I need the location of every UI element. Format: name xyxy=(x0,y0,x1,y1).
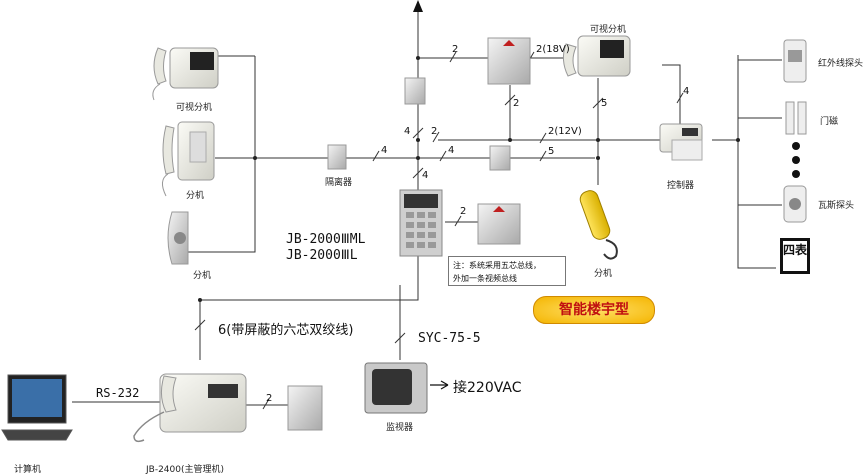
model-l: JB-2000ⅢL xyxy=(286,248,358,263)
master-unit-icon xyxy=(133,373,247,443)
label-video-phone-top: 可视分机 xyxy=(590,25,627,35)
wire-bus-down xyxy=(199,285,419,360)
wire-count-top-18v: 2(18V) xyxy=(536,44,570,55)
wire-count-5a: 5 xyxy=(548,146,555,157)
label-phone-3: 分机 xyxy=(193,271,212,281)
wire-count-4c: 4 xyxy=(448,145,455,156)
video-phone-top-icon xyxy=(562,35,631,77)
label-gas-probe: 瓦斯探头 xyxy=(818,201,855,211)
door-magnet-icon xyxy=(785,101,807,135)
power-supply-master-icon xyxy=(287,385,323,431)
power-supply-top-icon xyxy=(487,37,531,85)
wire-count-4b: 4 xyxy=(381,145,388,156)
arrow-up-icon xyxy=(413,0,423,12)
wire-psu-top-down xyxy=(438,85,511,141)
wires xyxy=(72,8,782,406)
cable-six-core: 6(带屏蔽的六芯双绞线) xyxy=(218,323,354,338)
wire-count-2a: 2 xyxy=(431,126,438,137)
cable-power: 接220VAC xyxy=(453,380,522,396)
title-badge: 智能楼宇型 xyxy=(533,296,655,324)
power-supply-door-icon xyxy=(477,203,521,245)
wire-count-2d: 2 xyxy=(266,393,273,404)
note-line-2: 外加一条视频总线 xyxy=(453,274,517,283)
wire-left-bus xyxy=(188,56,256,253)
wire-count-4d: 4 xyxy=(422,170,429,181)
door-station-icon xyxy=(399,189,443,257)
cut-marks xyxy=(194,51,684,410)
label-computer: 计算机 xyxy=(14,465,42,475)
computer-icon xyxy=(1,374,73,441)
junction-box-mid-icon xyxy=(489,145,511,171)
wire-count-2b: 2 xyxy=(513,98,520,109)
wire-count-5b: 5 xyxy=(601,98,608,109)
label-pir-probe: 红外线探头 xyxy=(818,59,864,69)
model-ml: JB-2000ⅢML xyxy=(286,232,366,247)
label-video-phone-left: 可视分机 xyxy=(176,103,213,113)
wire-count-top-2: 2 xyxy=(452,44,459,55)
wire-count-4a: 4 xyxy=(404,126,411,137)
label-phone-2: 分机 xyxy=(186,191,205,201)
desk-phone-icon xyxy=(162,121,215,197)
controller-icon xyxy=(659,123,703,161)
junction-box-top-icon xyxy=(404,77,426,105)
wire-count-2c: 2 xyxy=(460,206,467,217)
wire-count-ctrl-4: 4 xyxy=(683,86,690,97)
label-isolator: 隔离器 xyxy=(325,178,353,188)
gas-probe-icon xyxy=(783,185,807,223)
video-phone-left-icon xyxy=(152,47,219,101)
cable-rs232: RS-232 xyxy=(96,386,140,400)
meter-box: 四表 xyxy=(780,238,810,274)
isolator-icon xyxy=(327,144,347,170)
wire-sensor-bus xyxy=(737,55,776,269)
pir-probe-icon xyxy=(783,39,807,83)
monitor-icon xyxy=(364,362,428,414)
label-controller: 控制器 xyxy=(667,181,695,191)
label-door-magnet: 门磁 xyxy=(820,117,839,127)
wire-vp2-ctrl xyxy=(662,64,681,125)
wire-count-12v: 2(12V) xyxy=(548,126,582,137)
wall-intercom-icon xyxy=(167,211,189,265)
arrow-right-icon xyxy=(430,380,449,390)
note-line-1: 注：系统采用五芯总线， xyxy=(453,261,541,270)
cable-coax: SYC-75-5 xyxy=(418,331,481,346)
label-handset-phone: 分机 xyxy=(594,269,613,279)
dots-icon xyxy=(792,142,800,178)
junctions xyxy=(198,56,740,302)
label-monitor: 监视器 xyxy=(386,423,414,433)
system-note: 注：系统采用五芯总线， 外加一条视频总线 xyxy=(448,256,566,286)
handset-phone-icon xyxy=(579,190,618,260)
label-master: JB-2400(主管理机) xyxy=(146,465,225,475)
